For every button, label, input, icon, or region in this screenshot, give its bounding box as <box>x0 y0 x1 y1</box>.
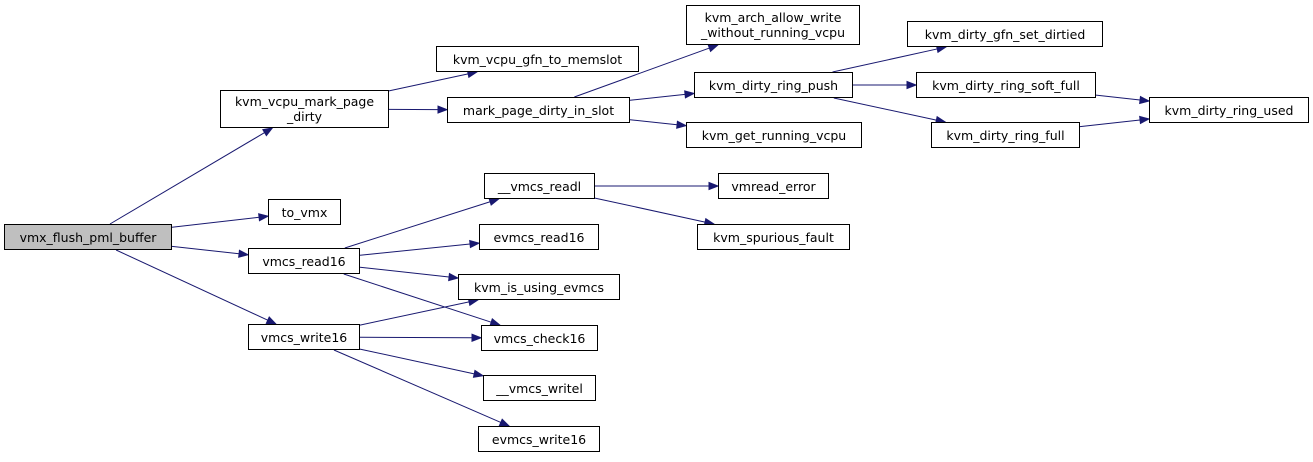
node-evmcs-write16[interactable]: evmcs_write16 <box>478 426 600 452</box>
node-kvm-vcpu-gfn-to-memslot[interactable]: kvm_vcpu_gfn_to_memslot <box>436 46 639 72</box>
node-vmcs-read16[interactable]: vmcs_read16 <box>248 248 360 274</box>
node-vmread-error[interactable]: vmread_error <box>718 173 829 199</box>
edge-vmx_flush_pml_buffer-to-to_vmx <box>172 217 259 227</box>
edge-mark_page_dirty_in_slot-to-kvm_get_running_vcpu <box>630 120 677 125</box>
edge-kvm_dirty_ring_full-to-kvm_dirty_ring_used <box>1080 120 1140 127</box>
arrowhead-mark_page_dirty_in_slot-to-kvm_arch_allow_write_without_running_vcpu <box>708 45 718 52</box>
arrowhead-vmcs_read16-to-evmcs_read16 <box>470 241 479 248</box>
edge-vmcs_write16-to-kvm_is_using_evmcs <box>360 302 469 325</box>
arrowhead-kvm_dirty_ring_full-to-kvm_dirty_ring_used <box>1140 116 1149 123</box>
edge-vmx_flush_pml_buffer-to-vmcs_read16 <box>172 246 239 253</box>
node-to-vmx[interactable]: to_vmx <box>268 199 341 225</box>
node-kvm-arch-allow-write-without-running-vcpu[interactable]: kvm_arch_allow_write _without_running_vc… <box>686 5 860 45</box>
arrowhead-vmcs_read16-to-kvm_is_using_evmcs <box>449 274 458 281</box>
arrowhead-mark_page_dirty_in_slot-to-kvm_get_running_vcpu <box>677 121 686 128</box>
edge-kvm_dirty_ring_push-to-kvm_dirty_gfn_set_dirtied <box>833 49 938 72</box>
arrowhead-mark_page_dirty_in_slot-to-kvm_dirty_ring_push <box>685 91 694 98</box>
node-vmcs-write16[interactable]: vmcs_write16 <box>248 324 360 350</box>
arrowhead-vmx_flush_pml_buffer-to-to_vmx <box>259 214 268 221</box>
node-kvm-spurious-fault[interactable]: kvm_spurious_fault <box>697 224 850 250</box>
arrowhead-vmcs_readl-to-vmread_error <box>709 183 718 190</box>
arrowhead-kvm_vcpu_mark_page_dirty-to-mark_page_dirty_in_slot <box>438 106 447 113</box>
edge-kvm_vcpu_mark_page_dirty-to-kvm_vcpu_gfn_to_memslot <box>389 74 468 91</box>
node-kvm-dirty-gfn-set-dirtied[interactable]: kvm_dirty_gfn_set_dirtied <box>907 21 1103 47</box>
arrowhead-vmcs_read16-to-vmcs_readl <box>489 198 499 205</box>
arrowhead-vmcs_write16-to-vmcs_writel <box>473 370 483 377</box>
edge-kvm_dirty_ring_push-to-kvm_dirty_ring_full <box>834 98 937 120</box>
arrowhead-vmcs_write16-to-evmcs_write16 <box>499 419 509 426</box>
edge-vmcs_write16-to-vmcs_writel <box>360 349 474 374</box>
edge-vmx_flush_pml_buffer-to-vmcs_write16 <box>116 250 268 320</box>
node-kvm-dirty-ring-used[interactable]: kvm_dirty_ring_used <box>1149 97 1309 123</box>
edge-vmcs_write16-to-evmcs_write16 <box>334 350 501 422</box>
edge-vmcs_read16-to-kvm_is_using_evmcs <box>360 267 449 277</box>
node-kvm-dirty-ring-soft-full[interactable]: kvm_dirty_ring_soft_full <box>916 72 1096 98</box>
edge-mark_page_dirty_in_slot-to-kvm_dirty_ring_push <box>630 94 685 100</box>
node-kvm-is-using-evmcs[interactable]: kvm_is_using_evmcs <box>458 274 620 300</box>
node-kvm-dirty-ring-push[interactable]: kvm_dirty_ring_push <box>694 72 853 98</box>
edge-kvm_dirty_ring_soft_full-to-kvm_dirty_ring_used <box>1096 95 1140 100</box>
edge-vmcs_readl-to-kvm_spurious_fault <box>595 198 705 222</box>
node-vmcs-writel[interactable]: __vmcs_writel <box>483 375 596 401</box>
arrowhead-vmx_flush_pml_buffer-to-vmcs_read16 <box>239 250 248 257</box>
node-mark-page-dirty-in-slot[interactable]: mark_page_dirty_in_slot <box>447 97 630 123</box>
arrowhead-kvm_dirty_ring_soft_full-to-kvm_dirty_ring_used <box>1140 97 1149 104</box>
arrowhead-vmcs_write16-to-vmcs_check16 <box>472 334 481 341</box>
node-evmcs-read16[interactable]: evmcs_read16 <box>479 224 599 250</box>
arrowhead-kvm_dirty_ring_push-to-kvm_dirty_ring_soft_full <box>907 82 916 89</box>
node-vmcs-readl[interactable]: __vmcs_readl <box>484 173 595 199</box>
arrowhead-vmx_flush_pml_buffer-to-kvm_vcpu_mark_page_dirty <box>263 128 273 136</box>
node-vmx-flush-pml-buffer[interactable]: vmx_flush_pml_buffer <box>4 224 172 250</box>
edge-vmcs_read16-to-evmcs_read16 <box>360 244 470 255</box>
edge-vmx_flush_pml_buffer-to-kvm_vcpu_mark_page_dirty <box>110 133 265 224</box>
node-kvm-get-running-vcpu[interactable]: kvm_get_running_vcpu <box>686 122 862 148</box>
node-vmcs-check16[interactable]: vmcs_check16 <box>481 325 598 351</box>
arrowhead-vmx_flush_pml_buffer-to-vmcs_write16 <box>266 317 276 324</box>
node-kvm-dirty-ring-full[interactable]: kvm_dirty_ring_full <box>931 122 1080 148</box>
edge-vmcs_read16-to-vmcs_readl <box>345 202 490 248</box>
node-kvm-vcpu-mark-page-dirty[interactable]: kvm_vcpu_mark_page _dirty <box>220 90 389 128</box>
